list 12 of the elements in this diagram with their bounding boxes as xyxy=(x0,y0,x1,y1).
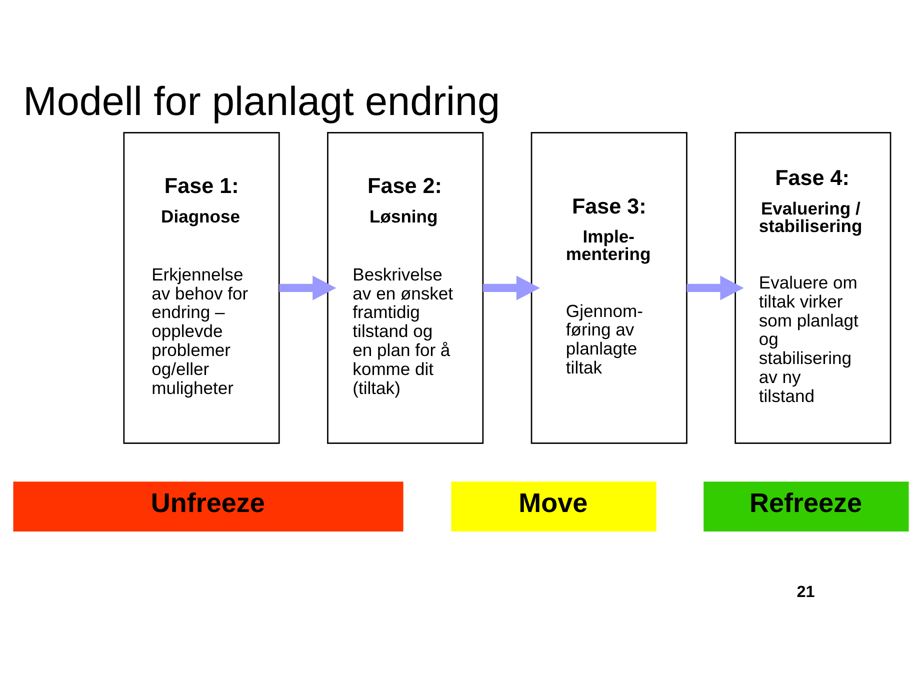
node-box: Unfreeze xyxy=(13,482,404,532)
node-box: Move xyxy=(451,482,656,532)
arrow xyxy=(482,276,540,300)
node-box: Fase 1: Diagnose Erkjennelse av behov for endring – opplevde problemer og/eller muligheter xyxy=(123,132,280,444)
node-box: Refreeze xyxy=(704,482,909,532)
arrow xyxy=(686,276,744,300)
diagram-title: Modell for planlagt endring xyxy=(23,78,500,124)
node-box: Fase 3: Imple-mentering Gjennom-føring av planlagte tiltak xyxy=(530,132,688,444)
node-box: Fase 2: Løsning Beskrivelse av en ønsket framtidig tilstand og en plan for å komme dit (tiltak) xyxy=(327,132,484,444)
label: 21 xyxy=(796,583,815,602)
arrow xyxy=(279,276,336,300)
node-box: Fase 4: Evaluering / stabilisering Evaluere om tiltak virker som planlagt og stabilisering av ny tilstand xyxy=(734,132,892,444)
